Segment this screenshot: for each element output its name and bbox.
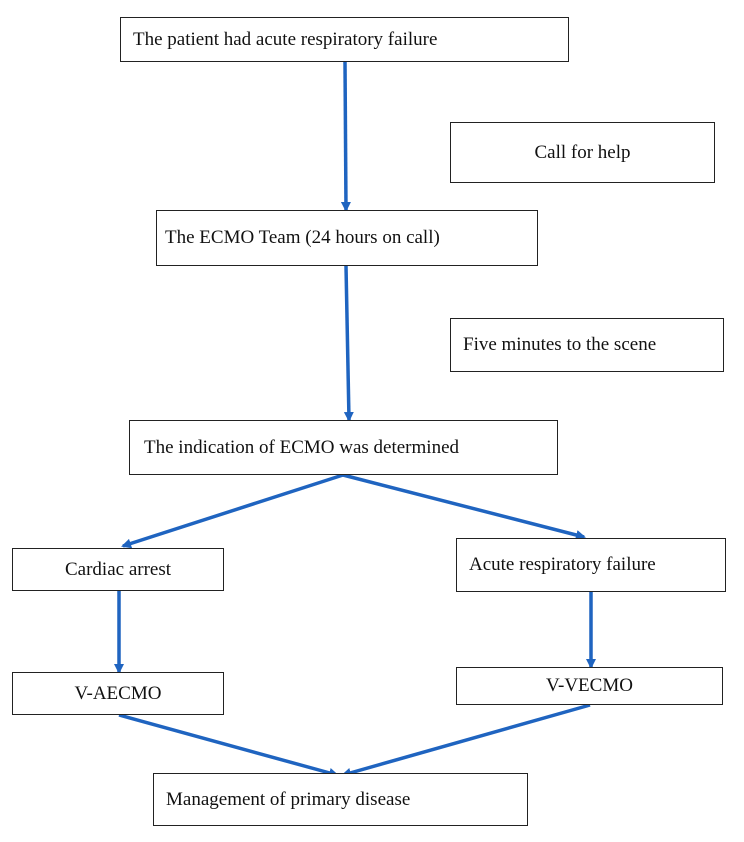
box-label: V-VECMO <box>546 675 633 696</box>
acute-respiratory-failure-box: Acute respiratory failure <box>456 538 726 592</box>
vv-ecmo-box: V-VECMO <box>456 667 723 705</box>
call-for-help-box: Call for help <box>450 122 715 183</box>
ecmo-team-box: The ECMO Team (24 hours on call) <box>156 210 538 266</box>
box-label: V-AECMO <box>74 682 162 704</box>
box-label: Acute respiratory failure <box>469 554 656 575</box>
arrow-start-to-team <box>340 61 351 212</box>
box-label: The ECMO Team (24 hours on call) <box>165 227 440 248</box>
ecmo-indication-box: The indication of ECMO was determined <box>129 420 558 475</box>
box-label: Cardiac arrest <box>64 558 172 580</box>
five-minutes-box: Five minutes to the scene <box>450 318 724 372</box>
patient-acute-respiratory-failure-box: The patient had acute respiratory failur… <box>120 17 569 62</box>
arrow-vvecmo-to-management <box>341 703 591 778</box>
box-label: The indication of ECMO was determined <box>144 436 460 458</box>
box-label: The patient had acute respiratory failur… <box>133 28 438 50</box>
arrow-indication-to-cardiac <box>121 473 344 549</box>
cardiac-arrest-box: Cardiac arrest <box>12 548 224 591</box>
box-label: Management of primary disease <box>166 788 411 810</box>
management-primary-disease-box: Management of primary disease <box>153 773 528 826</box>
va-ecmo-box: V-AECMO <box>12 672 224 715</box>
arrow-team-to-indication <box>343 265 354 422</box>
box-label: Call for help <box>534 141 631 163</box>
box-label: Five minutes to the scene <box>463 334 657 355</box>
arrow-vaecmo-to-management <box>118 713 339 778</box>
arrow-indication-to-arf <box>342 473 586 540</box>
